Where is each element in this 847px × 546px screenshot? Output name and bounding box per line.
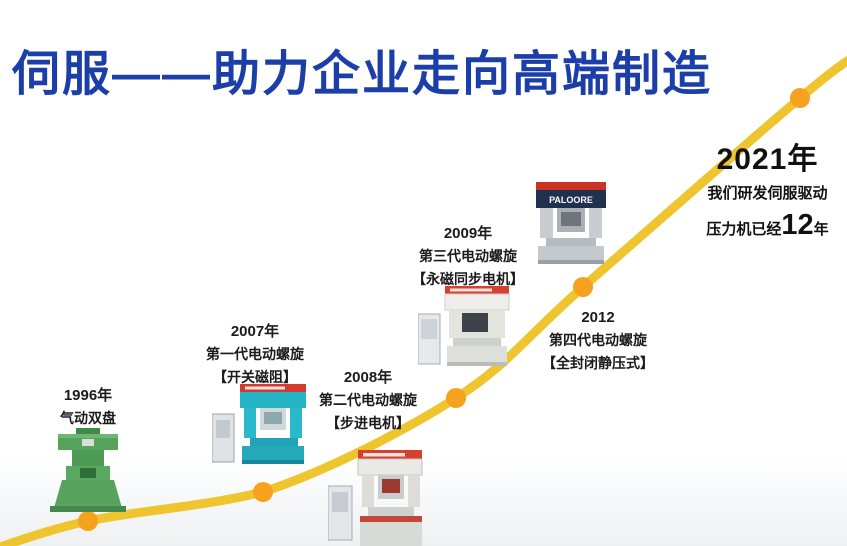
press-machine-2009-illustration bbox=[418, 286, 512, 372]
milestone-name: 第四代电动螺旋 bbox=[549, 332, 647, 348]
finale-year: 2021年 bbox=[716, 143, 819, 176]
finale-line2-prefix: 压力机已经 bbox=[706, 221, 782, 238]
milestone-dot-2021 bbox=[790, 88, 810, 108]
milestone-2021: 2021年 我们研发伺服驱动 压力机已经12年 bbox=[688, 140, 847, 247]
milestone-spec: 【步进电机】 bbox=[326, 415, 410, 431]
machine-brand-label: PALOORE bbox=[549, 195, 593, 205]
page-title: 伺服——助力企业走向高端制造 bbox=[12, 48, 713, 101]
milestone-year: 2009年 bbox=[443, 225, 493, 242]
milestone-spec: 【开关磁阻】 bbox=[213, 369, 297, 385]
milestone-year: 2008年 bbox=[343, 369, 393, 386]
milestone-dot-1996 bbox=[78, 511, 98, 531]
milestone-dot-2008 bbox=[446, 388, 466, 408]
milestone-name: 第一代电动螺旋 bbox=[206, 346, 304, 362]
milestone-2012: 2012 第四代电动螺旋 【全封闭静压式】 bbox=[523, 306, 673, 375]
milestone-dot-2012 bbox=[573, 277, 593, 297]
milestone-year: 2007年 bbox=[230, 323, 280, 340]
milestone-name: 气动双盘 bbox=[60, 410, 116, 426]
milestone-2008: 2008年 第二代电动螺旋 【步进电机】 bbox=[298, 366, 438, 435]
press-machine-2008-illustration bbox=[328, 450, 426, 546]
milestone-spec: 【永磁同步电机】 bbox=[412, 271, 524, 287]
milestone-name: 第二代电动螺旋 bbox=[319, 392, 417, 408]
milestone-dot-2007 bbox=[253, 482, 273, 502]
press-machine-1996-illustration bbox=[46, 428, 130, 512]
milestone-spec: 【全封闭静压式】 bbox=[542, 355, 654, 371]
milestone-name: 第三代电动螺旋 bbox=[419, 248, 517, 264]
milestone-1996: 1996年 气动双盘 bbox=[38, 384, 138, 430]
press-machine-2012-illustration: PALOORE bbox=[528, 182, 614, 266]
milestone-2009: 2009年 第三代电动螺旋 【永磁同步电机】 bbox=[390, 222, 546, 291]
press-machine-2007-illustration bbox=[212, 382, 310, 468]
finale-line2-number: 12 bbox=[781, 209, 814, 241]
milestone-2007: 2007年 第一代电动螺旋 【开关磁阻】 bbox=[185, 320, 325, 389]
milestone-year: 1996年 bbox=[63, 387, 113, 404]
finale-line2-suffix: 年 bbox=[813, 221, 829, 238]
milestone-year: 2012 bbox=[581, 309, 615, 326]
finale-line1: 我们研发伺服驱动 bbox=[707, 185, 828, 202]
finale-line2: 压力机已经12年 bbox=[688, 208, 847, 247]
